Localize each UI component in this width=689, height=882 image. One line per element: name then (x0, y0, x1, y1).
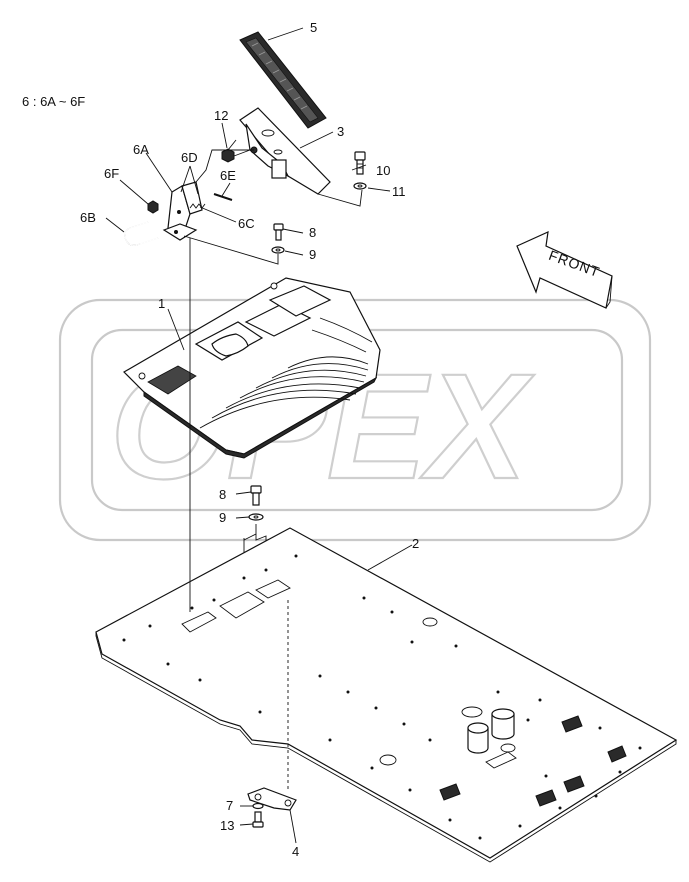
callout-9-lower: 9 (219, 510, 226, 525)
callout-3: 3 (337, 124, 344, 139)
bolt-part-8-upper (273, 223, 284, 241)
callout-6a: 6A (133, 142, 149, 157)
callout-6e: 6E (220, 168, 236, 183)
callout-13: 13 (220, 818, 234, 833)
callout-2: 2 (412, 536, 419, 551)
bolt-part-10 (354, 151, 366, 175)
washer-part-7 (252, 802, 264, 810)
pedal-pad-part-5 (239, 31, 327, 129)
range-note: 6 : 6A ~ 6F (22, 94, 85, 109)
nut-part-6f (147, 200, 159, 214)
floor-plate-part-2 (95, 527, 678, 863)
bracket-part-6a (162, 181, 203, 241)
floor-mat-part-1 (123, 277, 381, 459)
callout-9-upper: 9 (309, 247, 316, 262)
callouts: 5 3 12 6A 6D 6E 6F 6B 6C 10 11 8 9 1 8 9… (80, 20, 419, 859)
callout-12: 12 (214, 108, 228, 123)
spring-part-6c (189, 203, 206, 209)
callout-6d: 6D (181, 150, 198, 165)
callout-6b: 6B (80, 210, 96, 225)
callout-6f: 6F (104, 166, 119, 181)
callout-8-upper: 8 (309, 225, 316, 240)
front-arrow: FRONT (516, 231, 613, 309)
pedal-body-part-3 (239, 107, 331, 195)
callout-6c: 6C (238, 216, 255, 231)
washer-part-9-lower (248, 513, 264, 521)
washer-part-9-upper (271, 246, 285, 254)
cylinder-posts (467, 708, 515, 754)
callout-1: 1 (158, 296, 165, 311)
u-bolt-part-6b (124, 221, 159, 246)
callout-7: 7 (226, 798, 233, 813)
callout-11: 11 (392, 184, 406, 199)
callout-4: 4 (292, 844, 299, 859)
callout-8-lower: 8 (219, 487, 226, 502)
pin-part-6e (213, 193, 233, 201)
bolt-part-8-lower (250, 485, 262, 506)
callout-10: 10 (376, 163, 390, 178)
leader-lines (105, 27, 413, 844)
callout-5: 5 (310, 20, 317, 35)
nut-part-12 (221, 148, 235, 163)
washer-part-11 (353, 182, 367, 190)
bolt-part-13 (252, 811, 264, 828)
